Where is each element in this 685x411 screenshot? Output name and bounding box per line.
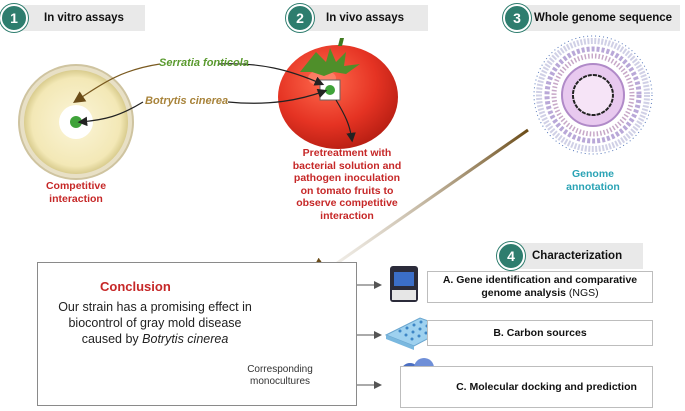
step-2-badge: 2	[286, 4, 314, 32]
arrow-to-tomato-serratia	[217, 63, 325, 86]
step-1-header: In vitro assays	[12, 5, 145, 31]
flask-caption-line1: Corresponding	[247, 364, 313, 375]
caption-in-vivo-line4: on tomato fruits to	[300, 184, 394, 197]
caption-genome-line2: annotation	[566, 180, 620, 193]
caption-in-vivo: Pretreatment with bacterial solution and…	[280, 147, 414, 222]
conclusion-text-line3-italic: Botrytis cinerea	[142, 332, 229, 346]
conclusion-text-line3: caused by Botrytis cinerea	[44, 331, 266, 347]
char-a-line2: genome analysis	[481, 287, 566, 299]
caption-in-vivo-line6: interaction	[320, 209, 374, 222]
caption-competitive-line1: Competitive	[45, 180, 107, 192]
caption-competitive-line2: interaction	[49, 192, 103, 205]
conclusion-text-line2: biocontrol of gray mold disease	[68, 316, 242, 330]
char-box-c: C. Molecular docking and prediction	[400, 366, 653, 408]
tomato-icon	[278, 38, 398, 149]
char-box-b: B. Carbon sources	[427, 320, 653, 346]
step-1-label: In vitro assays	[44, 12, 124, 24]
char-b-label: B. Carbon sources	[493, 326, 587, 339]
conclusion-text-line3-prefix: caused by	[81, 332, 143, 346]
arrow-tomato-to-caption	[335, 99, 356, 143]
caption-in-vivo-line2: bacterial solution and	[292, 159, 402, 172]
step-4-number: 4	[507, 248, 515, 264]
arrow-botrytis	[77, 101, 144, 127]
step-3-label: Whole genome sequence	[534, 12, 673, 24]
step-2-label: In vivo assays	[326, 12, 404, 24]
step-2-number: 2	[296, 10, 304, 26]
arrow-genome-to-conclusion	[302, 128, 529, 288]
caption-genome-line1: Genome	[571, 168, 614, 180]
conclusion-box: Conclusion Our strain has a promising ef…	[37, 262, 357, 406]
step-4-label: Characterization	[532, 250, 623, 262]
conclusion-title: Conclusion	[100, 279, 171, 294]
sequencer-icon	[390, 266, 418, 302]
arrow-serratia	[73, 63, 161, 103]
caption-genome: Genome annotation	[553, 168, 633, 193]
genome-circle-plot	[533, 35, 653, 155]
step-3-number: 3	[513, 10, 521, 26]
flask-caption-line2: monocultures	[249, 376, 311, 387]
step-2-header: In vivo assays	[298, 5, 428, 31]
step-3-badge: 3	[503, 4, 531, 32]
step-4-badge: 4	[497, 242, 525, 270]
conclusion-text-line1: Our strain has a promising effect in	[58, 300, 252, 314]
flask-caption: Corresponding monocultures	[234, 364, 326, 388]
caption-in-vivo-line3: pathogen inoculation	[293, 172, 401, 184]
char-a-suffix: (NGS)	[568, 287, 599, 299]
char-a-line2-wrap: genome analysis (NGS)	[481, 287, 598, 300]
label-serratia: Serratia fonticola	[159, 57, 249, 69]
step-3-header: Whole genome sequence	[512, 5, 680, 31]
label-botrytis: Botrytis cinerea	[145, 95, 229, 107]
petri-dish-icon	[18, 64, 134, 180]
step-4-header: Characterization	[508, 243, 643, 269]
char-c-label: C. Molecular docking and prediction	[456, 380, 637, 393]
step-1-badge: 1	[0, 4, 28, 32]
step-1-number: 1	[10, 10, 18, 26]
char-box-a: A. Gene identification and comparative g…	[427, 271, 653, 303]
conclusion-text: Our strain has a promising effect in bio…	[44, 299, 266, 347]
arrow-to-tomato-botrytis	[227, 88, 328, 104]
char-a-line1: A. Gene identification and comparative	[442, 274, 638, 286]
caption-competitive: Competitive interaction	[36, 180, 116, 205]
caption-in-vivo-line1: Pretreatment with	[302, 147, 392, 159]
caption-in-vivo-line5: observe competitive	[296, 197, 398, 209]
